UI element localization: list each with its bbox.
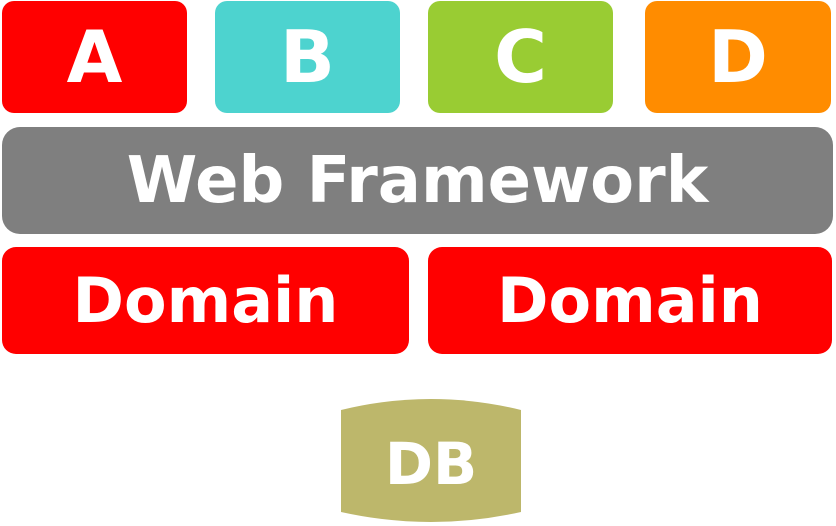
- web-framework-label: Web Framework: [126, 143, 709, 218]
- database-label: DB: [384, 430, 478, 498]
- component-a-box: A: [2, 1, 187, 113]
- component-b-box: B: [215, 1, 400, 113]
- component-d-box: D: [645, 1, 831, 113]
- database-icon: [341, 399, 521, 522]
- domain-label-left: Domain: [72, 264, 339, 337]
- component-d-label: D: [708, 15, 768, 99]
- database-cylinder: DB: [338, 394, 524, 526]
- component-b-label: B: [280, 15, 335, 99]
- component-a-label: A: [66, 15, 123, 99]
- component-c-box: C: [428, 1, 613, 113]
- component-c-label: C: [494, 15, 547, 99]
- domain-box-right: Domain: [428, 247, 832, 354]
- domain-box-left: Domain: [2, 247, 409, 354]
- web-framework-layer: Web Framework: [2, 127, 833, 234]
- domain-label-right: Domain: [497, 264, 763, 337]
